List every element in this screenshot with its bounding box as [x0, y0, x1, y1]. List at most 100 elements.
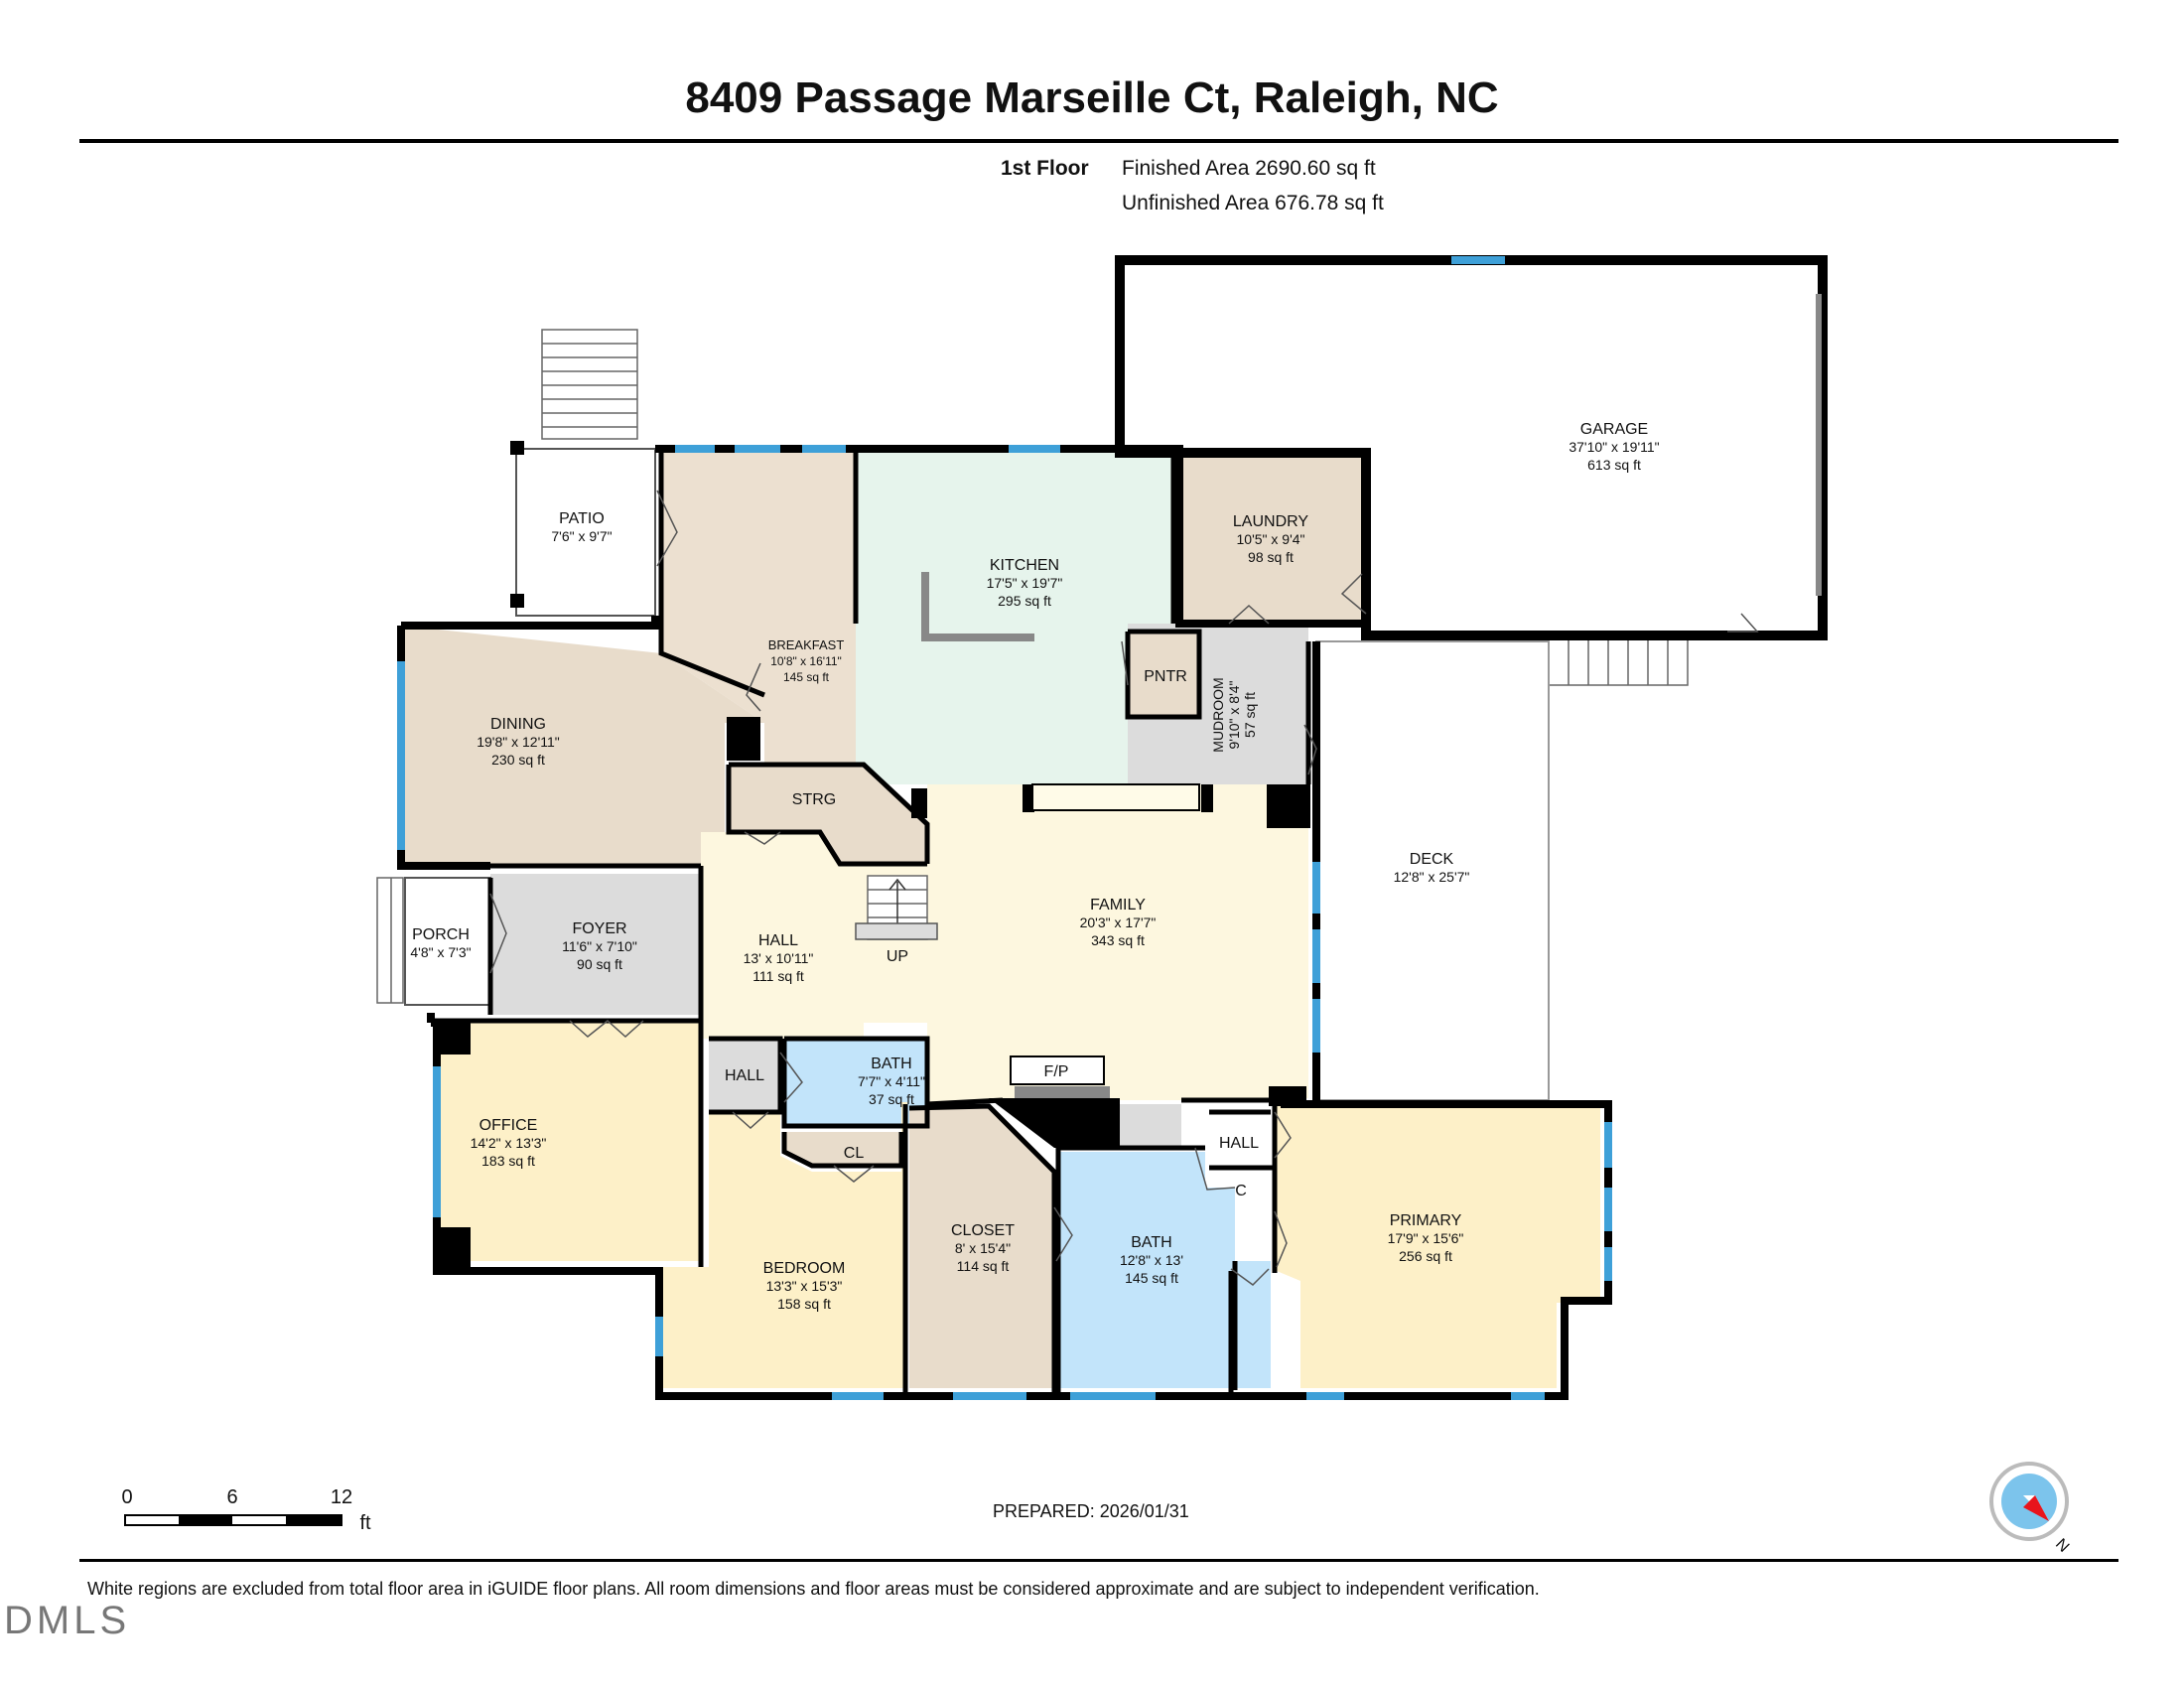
foyer-area — [490, 874, 701, 1015]
family-area: 343 sq ft — [1091, 932, 1145, 948]
scale-unit: ft — [359, 1512, 371, 1534]
foyer-area: 90 sq ft — [577, 956, 622, 972]
scale-12: 12 — [331, 1486, 352, 1508]
kitchen-name: KITCHEN — [990, 557, 1059, 574]
deck-name: DECK — [1410, 851, 1454, 868]
small-hall-name: HALL — [725, 1067, 764, 1084]
scale-0: 0 — [121, 1486, 132, 1508]
primary-bath-dims: 12'8" x 13' — [1120, 1252, 1183, 1268]
deck-dims: 12'8" x 25'7" — [1394, 869, 1470, 885]
breakfast-dims: 10'8" x 16'11" — [770, 654, 842, 668]
patio-name: PATIO — [559, 510, 605, 527]
primary-area — [1275, 1104, 1600, 1388]
hall-dims: 13' x 10'11" — [744, 950, 814, 966]
hall-area: 111 sq ft — [752, 968, 804, 984]
dining-area: 230 sq ft — [491, 752, 545, 768]
strg-area — [729, 765, 927, 864]
stair-rail — [855, 922, 938, 940]
hall-name: HALL — [758, 932, 798, 949]
breakfast-name: BREAKFAST — [768, 637, 845, 652]
mls-logo: DMLS — [4, 1599, 131, 1642]
small-bath-area — [784, 1039, 927, 1126]
disclaimer: White regions are excluded from total fl… — [87, 1579, 1540, 1599]
interior-walls — [401, 449, 1369, 1396]
office-name: OFFICE — [479, 1117, 538, 1134]
mudroom-label: MUDROOM 9'10" x 8'4" 57 sq ft — [1210, 677, 1258, 752]
floor-label: 1st Floor — [1001, 157, 1089, 181]
primary-bath-name: BATH — [1131, 1234, 1171, 1251]
foyer-dims: 11'6" x 7'10" — [562, 938, 637, 954]
pntr-area — [1130, 632, 1199, 717]
wall-blocks — [435, 441, 1310, 1269]
fireplace-box — [1010, 1055, 1105, 1085]
fireplace-gray — [1120, 1104, 1181, 1148]
family-area — [864, 784, 1308, 1104]
page-title: 8409 Passage Marseille Ct, Raleigh, NC — [685, 73, 1499, 122]
floor-name: 1st Floor — [1001, 157, 1089, 180]
garage-area: 613 sq ft — [1587, 457, 1641, 473]
primary-hall-area — [1211, 1112, 1269, 1166]
primary-area: 256 sq ft — [1399, 1248, 1452, 1264]
doors — [489, 490, 1759, 1286]
family-name: FAMILY — [1090, 897, 1146, 914]
foyer-name: FOYER — [572, 920, 626, 937]
mudroom-name: MUDROOM — [1210, 677, 1226, 752]
deck-steps — [1548, 634, 1689, 686]
office-dims: 14'2" x 13'3" — [471, 1135, 547, 1151]
prepared-date: PREPARED: 2026/01/31 — [993, 1501, 1189, 1521]
breakfast-area — [661, 449, 856, 784]
scale-6: 6 — [226, 1486, 237, 1508]
finished-area: Finished Area 2690.60 sq ft — [1122, 157, 1376, 180]
dining-name: DINING — [490, 716, 546, 733]
small-bath-dims: 7'7" x 4'11" — [858, 1073, 925, 1089]
patio-steps — [541, 329, 638, 440]
primary-name: PRIMARY — [1390, 1212, 1462, 1229]
bedroom-name: BEDROOM — [763, 1260, 846, 1277]
compass-n: N — [2052, 1536, 2072, 1556]
cl-label: CL — [844, 1145, 865, 1162]
laundry-name: LAUNDRY — [1233, 513, 1309, 530]
scale-bar: 0 6 12 ft — [121, 1486, 371, 1534]
primary-dims: 17'9" x 15'6" — [1388, 1230, 1464, 1246]
patio-dims: 7'6" x 9'7" — [551, 528, 612, 544]
breakfast-area: 145 sq ft — [783, 670, 830, 684]
kitchen-dims: 17'5" x 19'7" — [987, 575, 1063, 591]
bedroom-area: 158 sq ft — [777, 1296, 831, 1312]
windows — [397, 256, 1612, 1400]
laundry-dims: 10'5" x 9'4" — [1237, 531, 1305, 547]
family-dims: 20'3" x 17'7" — [1080, 914, 1157, 930]
compass-icon: N — [1989, 1462, 2072, 1556]
small-hall-area — [709, 1039, 780, 1110]
room-fills — [401, 449, 1600, 1388]
office-area: 183 sq ft — [481, 1153, 535, 1169]
cl-area — [784, 1132, 901, 1166]
kitchen-island — [921, 572, 1034, 641]
garage-dims: 37'10" x 19'11" — [1569, 439, 1659, 455]
closet-dims: 8' x 15'4" — [955, 1240, 1011, 1256]
laundry-area: 98 sq ft — [1248, 549, 1294, 565]
fp-label: F/P — [1044, 1063, 1069, 1080]
footer-divider — [79, 1559, 2118, 1562]
small-bath-name: BATH — [871, 1055, 911, 1072]
porch-name: PORCH — [412, 926, 470, 943]
office-area — [435, 1021, 701, 1261]
dining-area — [401, 626, 764, 864]
garage-name: GARAGE — [1580, 421, 1648, 438]
mudroom-area: 57 sq ft — [1242, 692, 1258, 738]
porch-dims: 4'8" x 7'3" — [410, 944, 471, 960]
strg-name: STRG — [792, 791, 836, 808]
laundry-area — [1173, 453, 1366, 624]
closet-name: CLOSET — [951, 1222, 1015, 1239]
family-cabinet — [1031, 783, 1200, 811]
dining-dims: 19'8" x 12'11" — [477, 734, 560, 750]
pntr-name: PNTR — [1144, 668, 1187, 685]
small-bath-area: 37 sq ft — [869, 1091, 914, 1107]
closet-area: 114 sq ft — [957, 1258, 1010, 1274]
primary-hall-name: HALL — [1219, 1135, 1259, 1152]
primary-bath-area — [1060, 1152, 1271, 1388]
bedroom-dims: 13'3" x 15'3" — [766, 1278, 843, 1294]
kitchen-area: 295 sq ft — [998, 593, 1051, 609]
up-label: UP — [887, 948, 908, 965]
mudroom-dims: 9'10" x 8'4" — [1226, 680, 1242, 749]
